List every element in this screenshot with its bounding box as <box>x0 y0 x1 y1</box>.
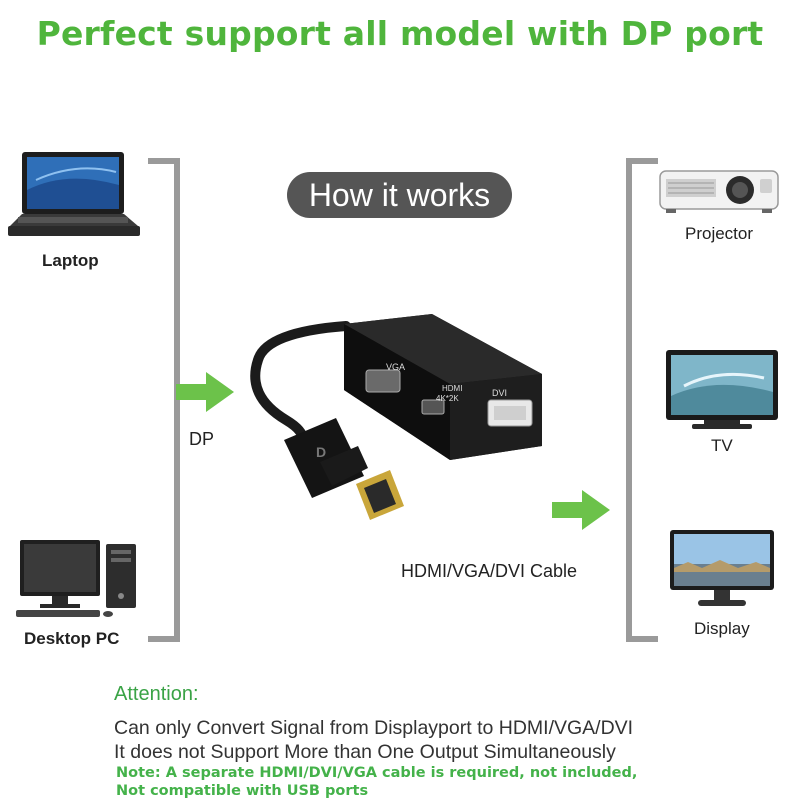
attention-title: Attention: <box>114 683 199 705</box>
hdmi-port-label: HDMI <box>442 384 463 393</box>
dvi-port-label: DVI <box>492 388 508 398</box>
projector-label: Projector <box>685 224 754 243</box>
note-line-1: Note: A separate HDMI/DVI/VGA cable is r… <box>116 765 638 781</box>
projector-icon <box>659 170 779 213</box>
display-label: Display <box>694 619 750 638</box>
dp-label: DP <box>189 429 215 449</box>
display-icon <box>670 530 774 606</box>
hdmi-resolution-label: 4K*2K <box>436 394 459 403</box>
desktop-pc-icon <box>16 540 136 617</box>
laptop-label: Laptop <box>42 251 99 270</box>
attention-line-1: Can only Convert Signal from Displayport… <box>114 717 634 739</box>
attention-line-2: It does not Support More than One Output… <box>114 741 616 763</box>
headline: Perfect support all model with DP port <box>36 14 764 53</box>
right-bracket <box>626 158 658 642</box>
tv-label: TV <box>711 436 733 455</box>
how-it-works-badge: How it works <box>287 172 512 218</box>
adapter-illustration <box>250 314 542 520</box>
input-arrow-icon <box>176 372 234 412</box>
connector-logo: D <box>316 444 327 460</box>
note-line-2: Not compatible with USB ports <box>116 783 369 799</box>
output-arrow-icon <box>552 490 610 530</box>
cable-label: HDMI/VGA/DVI Cable <box>401 561 578 581</box>
desktop-pc-label: Desktop PC <box>24 629 120 648</box>
tv-icon <box>666 350 778 429</box>
laptop-icon <box>8 152 140 236</box>
vga-port-label: VGA <box>386 362 406 372</box>
